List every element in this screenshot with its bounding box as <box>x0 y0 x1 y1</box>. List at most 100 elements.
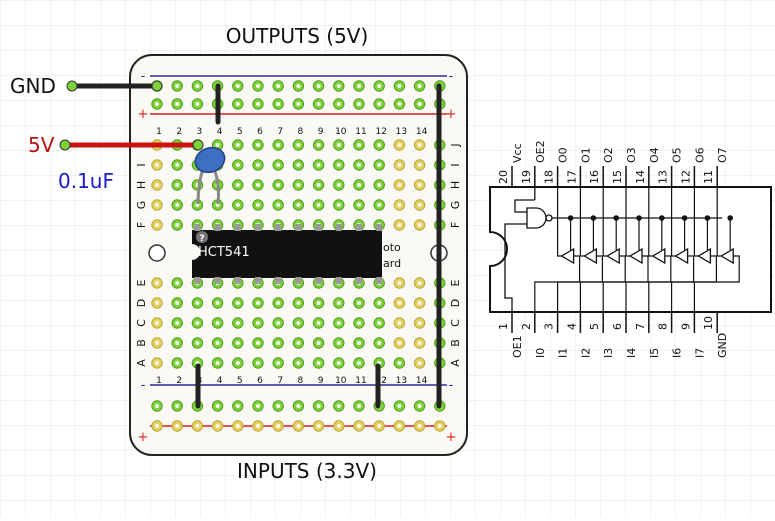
hole-center <box>316 361 321 365</box>
hole-center <box>296 361 301 365</box>
pin-name-top: O5 <box>671 147 684 163</box>
hole-center <box>276 183 281 187</box>
hole-center <box>316 84 321 88</box>
chip-leg-bottom <box>194 277 201 284</box>
vcc-wire-end-board <box>192 139 204 151</box>
row-letter-right: A <box>449 359 462 367</box>
hole-center <box>377 183 382 187</box>
hole-center <box>397 84 402 88</box>
hole-center <box>336 143 341 147</box>
column-number-top: 8 <box>298 127 304 137</box>
hole-center <box>417 424 422 428</box>
hole-center <box>397 321 402 325</box>
hole-center <box>175 183 180 187</box>
pin-number-bottom: 5 <box>588 323 601 330</box>
hole-center <box>175 163 180 167</box>
help-icon[interactable]: ? <box>196 231 208 244</box>
hole-center <box>175 203 180 207</box>
hole-center <box>397 424 402 428</box>
column-number-bottom: 13 <box>396 376 407 386</box>
hole-center <box>296 143 301 147</box>
column-number-bottom: 5 <box>237 376 243 386</box>
hole-center <box>316 301 321 305</box>
row-letter-right: H <box>449 181 462 189</box>
hole-center <box>296 341 301 345</box>
capacitor-value-label: 0.1uF <box>58 169 114 193</box>
pin-name-top: O0 <box>557 147 570 163</box>
hct541-chip[interactable]: HCT541 <box>192 224 383 284</box>
ic-outline <box>489 186 772 313</box>
rail-sign: - <box>141 69 146 84</box>
hole-center <box>155 404 159 408</box>
column-number-top: 4 <box>217 127 223 137</box>
hole-center <box>175 223 180 227</box>
pin-name-bottom: I2 <box>579 348 592 358</box>
chip-leg-top <box>255 224 261 231</box>
hole-center <box>276 301 281 305</box>
buffer-output-wire <box>602 187 608 257</box>
hole-center <box>316 143 321 147</box>
hole-center <box>175 84 180 88</box>
hole-center <box>316 183 321 187</box>
hole-center <box>357 102 361 106</box>
column-number-bottom: 4 <box>217 376 223 386</box>
hole-center <box>215 301 220 305</box>
chip-leg-top <box>234 224 241 231</box>
pin-name-top: O6 <box>693 147 706 163</box>
hole-center <box>195 84 200 88</box>
jumper-wires <box>195 83 442 409</box>
hole-center <box>256 301 260 305</box>
pin-name-bottom: I5 <box>648 348 661 358</box>
hole-center <box>357 341 361 345</box>
buffer-output-wire <box>557 187 562 257</box>
mounting-hole-left <box>148 244 166 262</box>
row-letter-left: I <box>135 163 148 166</box>
hole-center <box>215 404 220 408</box>
buffer-output-wire <box>625 187 630 257</box>
hole-center <box>256 143 260 147</box>
hole-center <box>256 203 260 207</box>
hole-center <box>417 281 422 285</box>
column-number-bottom: 10 <box>335 376 347 386</box>
hole-center <box>296 163 301 167</box>
chip-leg-bottom <box>315 277 322 284</box>
hole-center <box>256 102 260 106</box>
pin-number-top: 12 <box>679 170 692 184</box>
column-number-top: 2 <box>176 127 182 137</box>
hole-center <box>357 84 361 88</box>
hole-center <box>417 84 422 88</box>
hole-center <box>256 341 260 345</box>
chip-leg-top <box>356 224 362 231</box>
hole-center <box>357 183 361 187</box>
capacitor[interactable] <box>192 144 228 205</box>
pin-name-bottom: OE1 <box>511 335 524 358</box>
row-letter-left: E <box>135 279 148 286</box>
hole-center <box>357 404 361 408</box>
hole-center <box>155 203 159 207</box>
pin-name-bottom: I4 <box>625 348 638 358</box>
hole-center <box>336 183 341 187</box>
pin-number-bottom: 7 <box>634 323 647 330</box>
hole-center <box>175 424 180 428</box>
hole-center <box>377 341 382 345</box>
row-letter-left: A <box>135 359 148 367</box>
enable-and-gate <box>526 207 547 229</box>
hole-center <box>215 361 220 365</box>
column-number-top: 10 <box>335 127 347 137</box>
buffer-output-wire <box>648 187 653 257</box>
hole-center <box>256 84 260 88</box>
hole-center <box>276 84 281 88</box>
chip-leg-bottom <box>214 277 221 284</box>
hole-center <box>256 424 260 428</box>
hole-center <box>316 321 321 325</box>
column-number-top: 9 <box>318 127 324 137</box>
column-number-top: 11 <box>355 127 366 137</box>
hole-center <box>276 143 281 147</box>
chip-leg-bottom <box>356 277 362 284</box>
hole-center <box>296 203 301 207</box>
row-letter-right: I <box>449 163 462 166</box>
hole-center <box>155 183 159 187</box>
gnd-wire-end <box>66 80 78 92</box>
hole-center <box>296 424 301 428</box>
hole-center <box>336 341 341 345</box>
